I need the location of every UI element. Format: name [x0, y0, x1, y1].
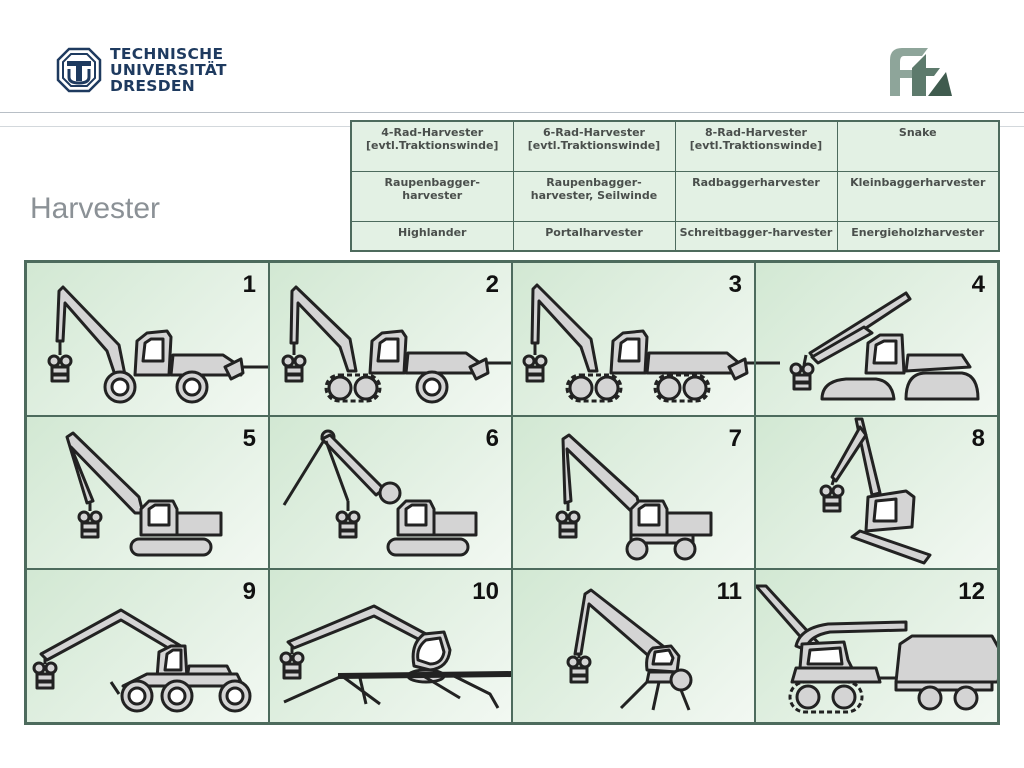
harvester-cell-5: 5 [26, 415, 269, 570]
crawler-winch-harvester-icon [282, 429, 478, 557]
energy-wood-harvester-icon [756, 584, 997, 714]
harvester-cell-6: 6 [269, 415, 512, 570]
cell-number: 8 [971, 424, 985, 452]
cell-number: 2 [485, 271, 499, 298]
legend-cell-7: Radbaggerharvester [674, 171, 838, 222]
harvester-cell-9: 9 [26, 569, 269, 723]
mini-excavator-harvester-icon [819, 417, 932, 565]
legend-cell-11: Schreitbagger-harvester [674, 220, 838, 252]
wheeled-excavator-harvester-icon [555, 433, 713, 561]
legend-cell-1: 4-Rad-Harvester [evtl.Traktionswinde] [350, 120, 514, 173]
harvester-cell-4: 4 [755, 262, 998, 416]
six-wheel-harvester-icon [281, 285, 511, 404]
tud-line-2: UNIVERSITÄT [110, 61, 227, 79]
harvester-grid: 1 2 [24, 260, 1000, 725]
eight-wheel-harvester-icon [522, 283, 754, 403]
ft-logo [888, 46, 954, 103]
legend-cell-5: Raupenbagger-harvester [350, 171, 514, 222]
tud-line-3: DRESDEN [110, 77, 196, 95]
cell-number: 9 [242, 578, 256, 606]
walking-excavator-harvester-icon [566, 588, 693, 711]
tud-wordmark: TECHNISCHE UNIVERSITÄT DRESDEN [110, 46, 227, 94]
cell-number: 1 [242, 271, 256, 298]
legend-cell-8: Kleinbaggerharvester [836, 171, 1000, 222]
tud-emblem-icon [56, 47, 102, 93]
tud-logo: TECHNISCHE UNIVERSITÄT DRESDEN [56, 46, 227, 94]
tud-line-1: TECHNISCHE [110, 45, 224, 63]
legend-cell-2: 6-Rad-Harvester [evtl.Traktionswinde] [512, 120, 676, 173]
harvester-cell-12: 12 [755, 569, 998, 723]
harvester-cell-3: 3 [512, 262, 755, 416]
cell-number: 12 [958, 578, 985, 606]
cell-number: 4 [971, 271, 985, 298]
legend-cell-10: Portalharvester [512, 220, 676, 252]
cell-number: 3 [728, 271, 742, 298]
four-wheel-harvester-icon [47, 285, 268, 404]
legend-cell-9: Highlander [350, 220, 514, 252]
harvester-cell-10: 10 [269, 569, 512, 723]
legend-cell-12: Energieholzharvester [836, 220, 1000, 252]
cell-number: 6 [485, 424, 499, 452]
ft-emblem-icon [890, 48, 952, 96]
portal-harvester-icon [279, 604, 511, 710]
cell-number: 5 [242, 424, 256, 452]
legend-row: Raupenbagger-harvester Raupenbagger-harv… [350, 171, 1000, 222]
legend-row: Highlander Portalharvester Schreitbagger… [350, 220, 1000, 252]
cell-number: 10 [472, 578, 499, 606]
cell-number: 11 [716, 578, 742, 606]
harvester-cell-1: 1 [26, 262, 269, 416]
harvester-cell-11: 11 [512, 569, 755, 723]
crawler-excavator-harvester-icon [65, 431, 223, 557]
legend-cell-3: 8-Rad-Harvester [evtl.Traktionswinde] [674, 120, 838, 173]
header-divider [0, 112, 1024, 113]
harvester-cell-2: 2 [269, 262, 512, 416]
legend-cell-4: Snake [836, 120, 1000, 173]
cell-number: 7 [728, 424, 742, 452]
legend-cell-6: Raupenbagger-harvester, Seilwinde [512, 171, 676, 222]
highlander-harvester-icon [32, 608, 252, 713]
harvester-cell-8: 8 [755, 415, 998, 570]
harvester-cell-7: 7 [512, 415, 755, 570]
slide-title: Harvester [30, 192, 161, 225]
legend-row: 4-Rad-Harvester [evtl.Traktionswinde] 6-… [350, 120, 1000, 173]
snake-harvester-icon [756, 291, 980, 401]
legend-table: 4-Rad-Harvester [evtl.Traktionswinde] 6-… [350, 120, 1000, 252]
